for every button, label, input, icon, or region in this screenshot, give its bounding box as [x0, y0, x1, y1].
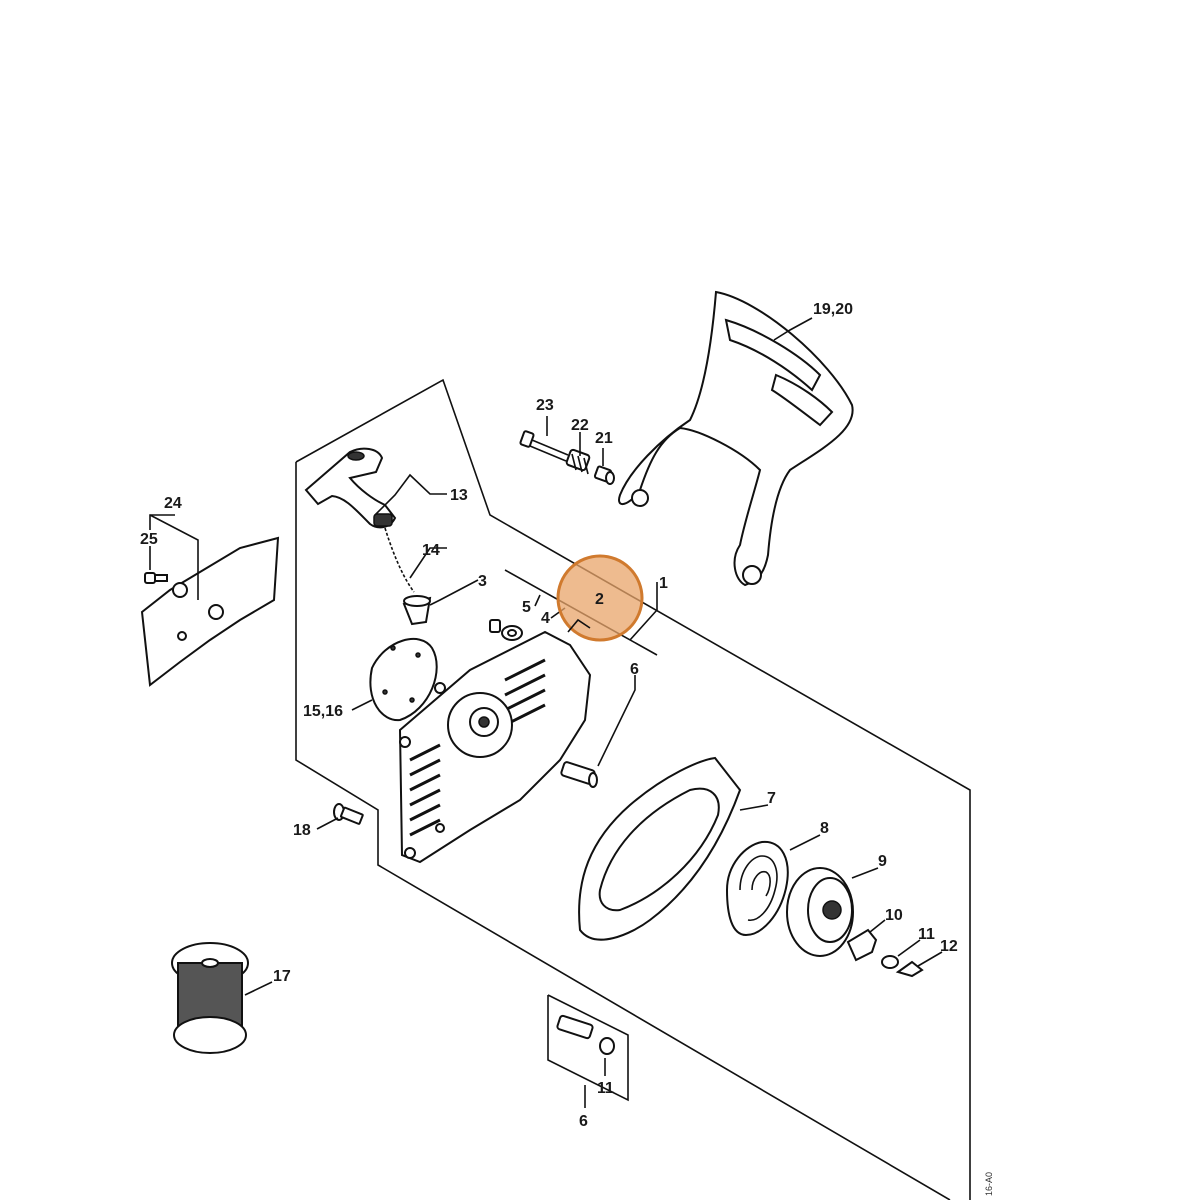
label-p1516[interactable]: 15,16 [303, 703, 343, 720]
label-p11b[interactable]: 11 [597, 1080, 614, 1097]
bushing-3-part[interactable] [402, 595, 432, 626]
fan-housing-part[interactable] [398, 630, 592, 864]
screw-5-part[interactable] [489, 619, 501, 633]
label-p8[interactable]: 8 [820, 820, 829, 837]
label-p17[interactable]: 17 [273, 968, 291, 985]
label-p11a[interactable]: 11 [918, 926, 935, 943]
label-p4[interactable]: 4 [541, 610, 550, 627]
label-p7[interactable]: 7 [767, 790, 776, 807]
label-p6a[interactable]: 6 [630, 661, 639, 678]
assembly-frame-outline-lower [295, 462, 951, 1200]
circlip-11-kit-part[interactable] [599, 1037, 615, 1055]
bracket-24-part[interactable] [140, 536, 280, 687]
label-p23[interactable]: 23 [536, 397, 554, 414]
starter-rope-part[interactable] [384, 527, 415, 593]
label-p24[interactable]: 24 [164, 495, 182, 512]
spring-clip-12-part[interactable] [895, 960, 924, 978]
label-p18[interactable]: 18 [293, 822, 311, 839]
assembly-frame-outline [295, 378, 971, 1200]
starter-housing-part[interactable] [578, 756, 742, 941]
rope-rotor-part[interactable] [786, 867, 854, 957]
label-p5[interactable]: 5 [522, 599, 531, 616]
pin-6-kit-part[interactable] [556, 1014, 594, 1040]
label-p1[interactable]: 1 [659, 575, 668, 592]
label-p12[interactable]: 12 [940, 938, 958, 955]
label-p1920[interactable]: 19,20 [813, 301, 853, 318]
leader-lines [149, 317, 943, 1108]
pin-kit-frame [547, 994, 629, 1102]
rewind-spring-part[interactable] [725, 840, 789, 937]
sleeve-21-part[interactable] [593, 465, 615, 485]
screw-18-part[interactable] [333, 803, 364, 825]
label-p9[interactable]: 9 [878, 853, 887, 870]
bolt-23-part[interactable] [519, 430, 569, 462]
drawing-code: 16-A0 [984, 1172, 994, 1196]
screw-25-part[interactable] [144, 572, 168, 584]
label-p3[interactable]: 3 [478, 573, 487, 590]
label-p25[interactable]: 25 [140, 531, 158, 548]
label-p10[interactable]: 10 [885, 907, 903, 924]
cover-plate-part[interactable] [369, 638, 438, 722]
label-p13[interactable]: 13 [450, 487, 468, 504]
highlight-marker[interactable] [556, 554, 644, 642]
hand-guard-part[interactable] [618, 290, 854, 587]
pawl-10-part[interactable] [846, 928, 878, 962]
pointer-chevron-icon [567, 618, 591, 633]
spring-22-part[interactable] [565, 448, 591, 475]
washer-4-part[interactable] [501, 625, 523, 641]
label-p2[interactable]: 2 [595, 591, 604, 608]
circlip-11-part[interactable] [881, 955, 899, 969]
starter-grip-part[interactable] [304, 447, 397, 529]
part-labels: 19,20 23 22 21 13 24 25 14 3 5 4 2 1 6 1… [140, 301, 994, 1196]
label-p22[interactable]: 22 [571, 417, 589, 434]
label-p6b[interactable]: 6 [579, 1113, 588, 1130]
label-p21[interactable]: 21 [595, 430, 613, 447]
pin-6-upper-part[interactable] [560, 761, 598, 788]
rope-spool-part[interactable] [171, 942, 249, 1054]
label-p14[interactable]: 14 [422, 542, 440, 559]
